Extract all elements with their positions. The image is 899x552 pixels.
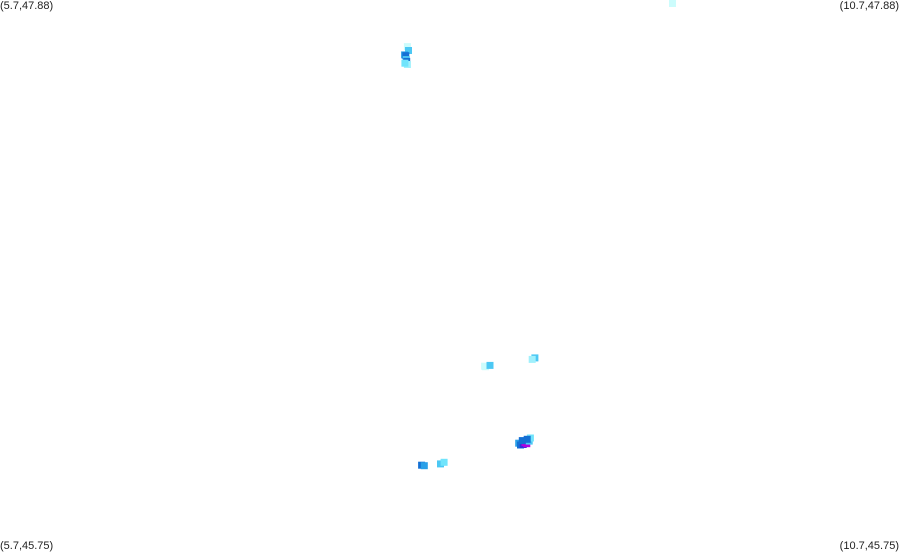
density-cell bbox=[669, 0, 676, 7]
density-cell bbox=[405, 47, 412, 54]
density-cell bbox=[518, 437, 526, 445]
density-cell bbox=[440, 458, 448, 466]
density-cell bbox=[403, 43, 411, 51]
cluster-south-west-pair bbox=[418, 458, 448, 470]
cluster-north-edge bbox=[669, 0, 676, 7]
density-cell bbox=[486, 361, 494, 369]
density-cell bbox=[437, 460, 444, 468]
density-cell bbox=[523, 435, 531, 443]
cluster-west-vertical bbox=[401, 43, 412, 68]
cluster-south-dense bbox=[515, 434, 534, 449]
density-cell bbox=[528, 355, 536, 363]
density-cell bbox=[401, 59, 409, 67]
corner-label-top-left: (5.7,47.88) bbox=[0, 0, 54, 12]
corner-label-bottom-right: (10.7,45.75) bbox=[839, 540, 899, 552]
cluster-center-pair bbox=[481, 354, 539, 371]
density-cell bbox=[482, 363, 489, 371]
corner-label-top-right: (10.7,47.88) bbox=[839, 0, 899, 12]
corner-label-bottom-left: (5.7,45.75) bbox=[0, 540, 54, 552]
density-cell bbox=[420, 462, 428, 470]
density-cell bbox=[402, 52, 410, 60]
